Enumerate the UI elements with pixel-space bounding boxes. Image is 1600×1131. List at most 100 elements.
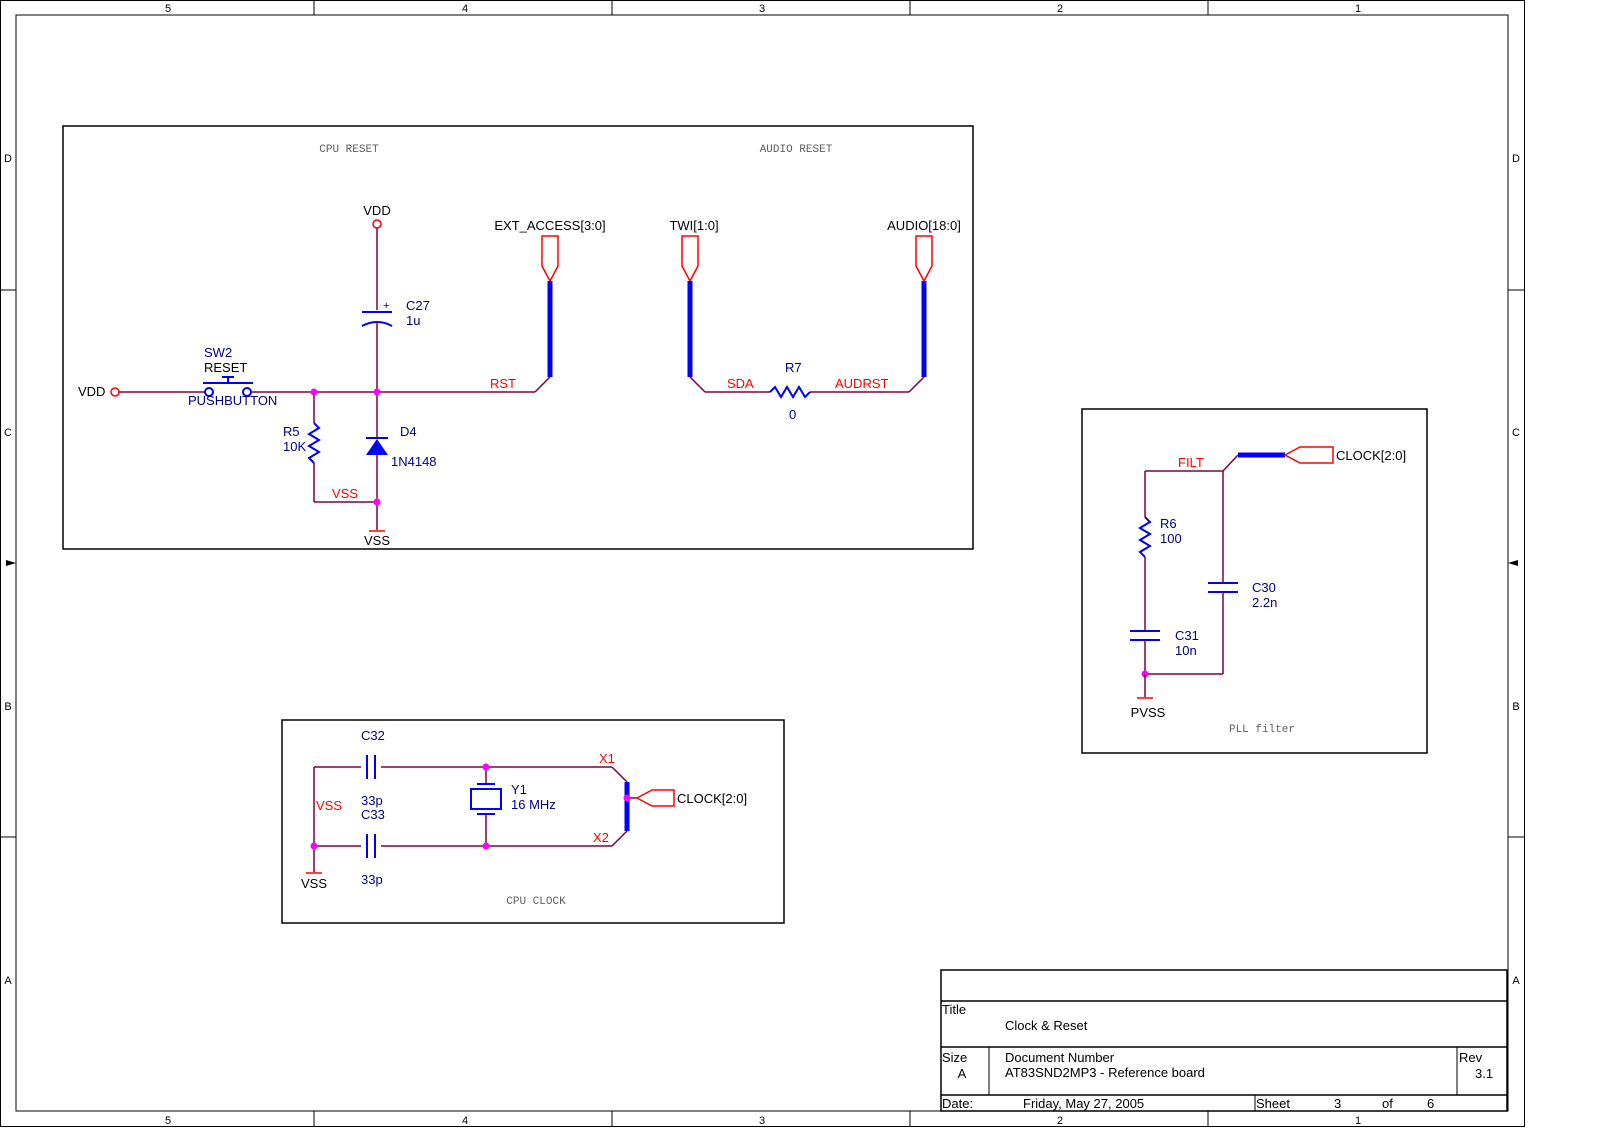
twi-port bbox=[681, 235, 699, 283]
junction-dot bbox=[310, 388, 318, 396]
c31-ref: C31 bbox=[1175, 628, 1199, 643]
size-value: A bbox=[958, 1066, 967, 1081]
cpu-clock-block-title: CPU CLOCK bbox=[506, 896, 566, 908]
pvss-label: PVSS bbox=[1131, 705, 1166, 720]
c32-capacitor bbox=[366, 755, 376, 779]
clock-port-label-cpu: CLOCK[2:0] bbox=[677, 791, 747, 806]
y1-value: 16 MHz bbox=[511, 797, 556, 812]
audio-reset-block-title: AUDIO RESET bbox=[760, 144, 833, 156]
cpu-clock-block: CPU CLOCK C32 33p X1 C33 33p X2 VSS VSS bbox=[281, 719, 785, 924]
sheet-number: 3 bbox=[1334, 1096, 1341, 1111]
center-arrow-left bbox=[6, 560, 16, 566]
c33-capacitor bbox=[366, 834, 376, 858]
vss-label-reset: VSS bbox=[364, 533, 390, 548]
filt-net-label: FILT bbox=[1178, 455, 1204, 470]
c33-ref: C33 bbox=[361, 807, 385, 822]
c31-capacitor bbox=[1130, 630, 1160, 641]
sw2-ref: SW2 bbox=[204, 345, 232, 360]
r6-resistor bbox=[1138, 516, 1152, 558]
x2-net-label: X2 bbox=[593, 830, 609, 845]
date-value: Friday, May 27, 2005 bbox=[1023, 1096, 1144, 1111]
title-block: Title Clock & Reset Size A Document Numb… bbox=[940, 969, 1508, 1112]
d4-ref: D4 bbox=[400, 424, 417, 439]
document-number: AT83SND2MP3 - Reference board bbox=[1005, 1065, 1205, 1080]
c30-value: 2.2n bbox=[1252, 595, 1277, 610]
title-label: Title bbox=[942, 1002, 966, 1017]
sw2-value: PUSHBUTTON bbox=[188, 393, 277, 408]
junction-dot bbox=[310, 842, 318, 850]
col-label: 2 bbox=[1057, 3, 1063, 15]
d4-diode bbox=[366, 437, 388, 455]
date-label: Date: bbox=[942, 1096, 973, 1111]
c27-ref: C27 bbox=[406, 298, 430, 313]
col-label: 4 bbox=[462, 3, 468, 15]
c30-capacitor bbox=[1208, 582, 1238, 593]
c32-ref: C32 bbox=[361, 728, 385, 743]
col-label: 5 bbox=[165, 3, 171, 15]
junction-dot bbox=[623, 794, 631, 802]
c31-value: 10n bbox=[1175, 643, 1197, 658]
r7-resistor bbox=[769, 385, 811, 399]
c27-plus: + bbox=[383, 300, 389, 312]
clock-port-cpu bbox=[635, 789, 675, 807]
col-label: 1 bbox=[1355, 1115, 1361, 1127]
junction-dot bbox=[373, 388, 381, 396]
sda-net-label: SDA bbox=[727, 376, 754, 391]
y1-crystal bbox=[470, 783, 502, 815]
document-number-label: Document Number bbox=[1005, 1050, 1115, 1065]
r5-ref: R5 bbox=[283, 424, 300, 439]
rev-label: Rev bbox=[1459, 1050, 1483, 1065]
of-label: of bbox=[1382, 1096, 1393, 1111]
vdd-power-symbol bbox=[110, 387, 120, 397]
audio-port-label: AUDIO[18:0] bbox=[887, 218, 961, 233]
row-label: A bbox=[4, 975, 12, 987]
sheet-border bbox=[0, 0, 1525, 1127]
sw2-name: RESET bbox=[204, 360, 247, 375]
d4-value: 1N4148 bbox=[391, 454, 437, 469]
size-label: Size bbox=[942, 1050, 967, 1065]
sheet-title: Clock & Reset bbox=[1005, 1018, 1088, 1033]
c30-ref: C30 bbox=[1252, 580, 1276, 595]
vss-net-label: VSS bbox=[332, 486, 358, 501]
col-label: 2 bbox=[1057, 1115, 1063, 1127]
y1-ref: Y1 bbox=[511, 782, 527, 797]
x1-net-label: X1 bbox=[599, 751, 615, 766]
twi-port-label: TWI[1:0] bbox=[669, 218, 718, 233]
r6-value: 100 bbox=[1160, 531, 1182, 546]
row-labels-left: D C B A bbox=[4, 153, 12, 987]
sheet-total: 6 bbox=[1427, 1096, 1434, 1111]
center-arrow-right bbox=[1508, 560, 1518, 566]
reset-block-frame bbox=[62, 125, 974, 550]
cpu-clock-frame bbox=[281, 719, 785, 924]
column-labels-top: 5 4 3 2 1 bbox=[165, 3, 1361, 15]
title-block-frame bbox=[940, 969, 1508, 1112]
vdd-label-top: VDD bbox=[363, 203, 390, 218]
row-label: C bbox=[1512, 427, 1520, 439]
vss-net-label-clock: VSS bbox=[316, 798, 342, 813]
junction-dot bbox=[482, 842, 490, 850]
clock-port-pll bbox=[1283, 446, 1334, 464]
reset-block: CPU RESET AUDIO RESET VDD SW2 RESET PUSH… bbox=[62, 125, 974, 550]
row-label: D bbox=[1512, 153, 1520, 165]
rev-value: 3.1 bbox=[1475, 1066, 1493, 1081]
col-label: 3 bbox=[759, 1115, 765, 1127]
sheet-label: Sheet bbox=[1256, 1096, 1290, 1111]
r6-ref: R6 bbox=[1160, 516, 1177, 531]
row-label: C bbox=[4, 427, 12, 439]
col-label: 5 bbox=[165, 1115, 171, 1127]
row-label: D bbox=[4, 153, 12, 165]
row-label: B bbox=[4, 701, 11, 713]
audio-port bbox=[915, 235, 933, 283]
r5-value: 10K bbox=[283, 439, 306, 454]
row-labels-right: D C B A bbox=[1512, 153, 1520, 987]
c32-value: 33p bbox=[361, 793, 383, 808]
column-labels-bottom: 5 4 3 2 1 bbox=[165, 1115, 1361, 1127]
r7-ref: R7 bbox=[785, 360, 802, 375]
row-label: A bbox=[1512, 975, 1520, 987]
pll-filter-block: PLL filter FILT CLOCK[2:0] R6 100 C31 10… bbox=[1081, 408, 1428, 754]
cpu-reset-block-title: CPU RESET bbox=[319, 144, 379, 156]
rst-net-label: RST bbox=[490, 376, 516, 391]
ext-access-port-label: EXT_ACCESS[3:0] bbox=[494, 218, 605, 233]
junction-dot bbox=[482, 763, 490, 771]
